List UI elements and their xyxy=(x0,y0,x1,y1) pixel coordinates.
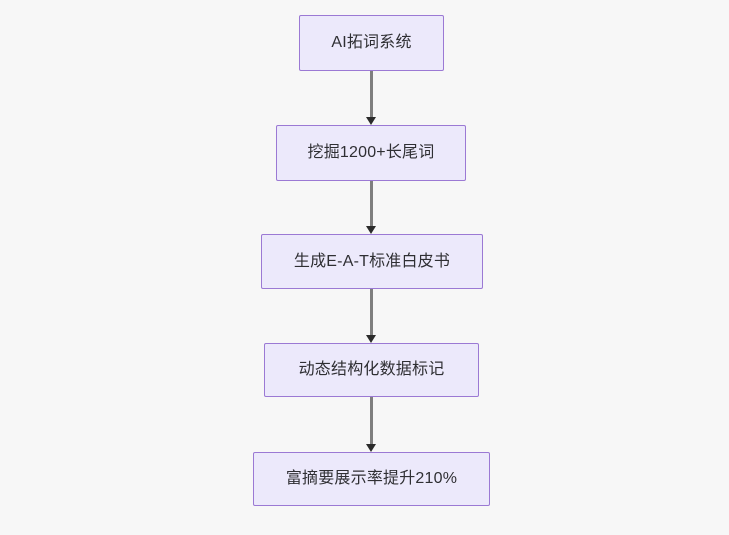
flowchart-edge-4 xyxy=(360,397,382,452)
flowchart-node-2-label: 挖掘1200+长尾词 xyxy=(307,144,435,162)
flowchart-node-1-label: AI拓词系统 xyxy=(331,34,412,52)
flowchart-node-5[interactable]: 富摘要展示率提升210% xyxy=(253,452,490,506)
flowchart-edge-1 xyxy=(360,71,382,125)
flowchart-node-3[interactable]: 生成E-A-T标准白皮书 xyxy=(261,234,483,289)
flowchart-node-5-label: 富摘要展示率提升210% xyxy=(285,470,458,488)
arrowhead-icon xyxy=(366,444,376,452)
flowchart-node-4[interactable]: 动态结构化数据标记 xyxy=(264,343,479,397)
flowchart-edge-3 xyxy=(360,289,382,343)
arrowhead-icon xyxy=(366,226,376,234)
arrowhead-icon xyxy=(366,335,376,343)
flowchart-node-4-label: 动态结构化数据标记 xyxy=(298,361,445,379)
flowchart-edge-2 xyxy=(360,181,382,234)
edge-line xyxy=(369,397,373,445)
flowchart-node-3-label: 生成E-A-T标准白皮书 xyxy=(293,252,451,270)
edge-line xyxy=(369,71,373,118)
flowchart-node-2[interactable]: 挖掘1200+长尾词 xyxy=(276,125,466,181)
edge-line xyxy=(369,181,373,227)
edge-line xyxy=(369,289,373,336)
arrowhead-icon xyxy=(366,117,376,125)
flowchart-node-1[interactable]: AI拓词系统 xyxy=(299,15,444,71)
